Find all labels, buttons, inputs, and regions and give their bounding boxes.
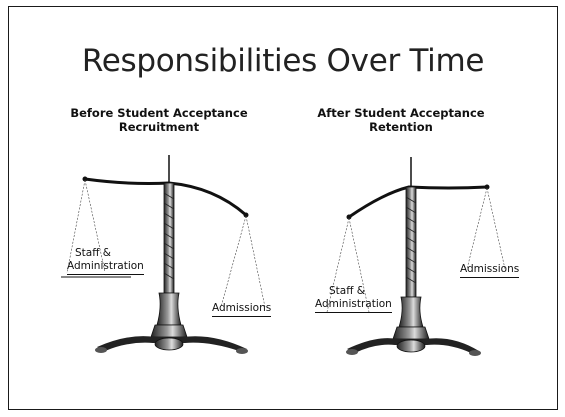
slide: Responsibilities Over Time Before Studen… <box>8 6 558 410</box>
left-heading-line1: Before Student Acceptance <box>70 106 248 120</box>
right-light-pan-label-text: Admissions <box>460 263 520 278</box>
left-light-pan-label: Admissions <box>212 302 272 317</box>
right-heavy-pan-label: Staff & Administration <box>315 285 392 313</box>
left-light-pan-label-text: Admissions <box>212 302 272 317</box>
right-light-pan-label: Admissions <box>460 263 520 278</box>
left-heading: Before Student Acceptance Recruitment <box>67 106 251 134</box>
right-balance-scale-icon <box>326 157 506 356</box>
right-heavy-pan-label-line2: Administration <box>315 298 392 313</box>
right-heading-line2: Retention <box>369 120 433 134</box>
right-scale-beam <box>348 185 488 219</box>
slide-title: Responsibilities Over Time <box>81 43 485 79</box>
left-heavy-pan-label-line1: Staff & <box>75 247 111 259</box>
left-heavy-pan-label: Staff & Administration <box>67 247 144 275</box>
left-balance-scale-icon <box>61 155 266 354</box>
right-heavy-pan-label-line1: Staff & <box>329 285 365 297</box>
right-heading-line1: After Student Acceptance <box>317 106 485 120</box>
left-heading-line2: Recruitment <box>118 120 200 134</box>
left-heavy-pan-label-line2: Administration <box>67 260 144 275</box>
scales-illustration <box>61 155 506 356</box>
right-heading: After Student Acceptance Retention <box>309 106 493 134</box>
